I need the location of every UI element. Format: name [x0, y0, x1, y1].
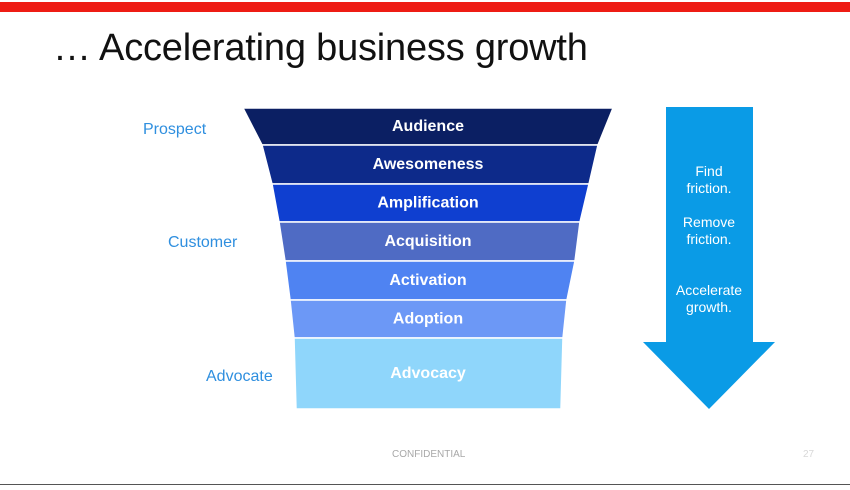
funnel-label-acquisition: Acquisition: [384, 233, 471, 250]
arrow-text-line: Accelerate: [676, 282, 742, 298]
funnel-layers: AudienceAwesomenessAmplificationAcquisit…: [241, 107, 615, 410]
funnel-label-awesomeness: Awesomeness: [373, 156, 484, 173]
arrow-text-line: friction.: [686, 180, 731, 196]
confidential-footer: CONFIDENTIAL: [392, 449, 466, 460]
arrow-text-find: Find friction.: [686, 163, 731, 196]
arrow-text-line: Find: [695, 163, 722, 179]
arrow-text-line: growth.: [686, 299, 732, 315]
stage-label-advocate: Advocate: [206, 368, 273, 385]
arrow-text-line: friction.: [686, 231, 731, 247]
funnel-label-adoption: Adoption: [393, 311, 463, 328]
stage-label-prospect: Prospect: [143, 121, 207, 138]
arrow-text-accelerate: Accelerate growth.: [676, 282, 742, 315]
top-accent-bar: [0, 2, 850, 12]
slide-title: … Accelerating business growth: [53, 27, 588, 69]
down-arrow: [643, 107, 775, 409]
page-number: 27: [803, 449, 815, 460]
stage-label-customer: Customer: [168, 234, 238, 251]
arrow-text-line: Remove: [683, 214, 735, 230]
funnel-label-amplification: Amplification: [377, 195, 478, 212]
bottom-rule: [0, 484, 850, 485]
funnel-layer-advocacy: [293, 337, 564, 410]
funnel-label-audience: Audience: [392, 118, 464, 135]
funnel-label-activation: Activation: [389, 272, 466, 289]
funnel-label-advocacy: Advocacy: [390, 365, 466, 382]
arrow-text-remove: Remove friction.: [683, 214, 735, 247]
